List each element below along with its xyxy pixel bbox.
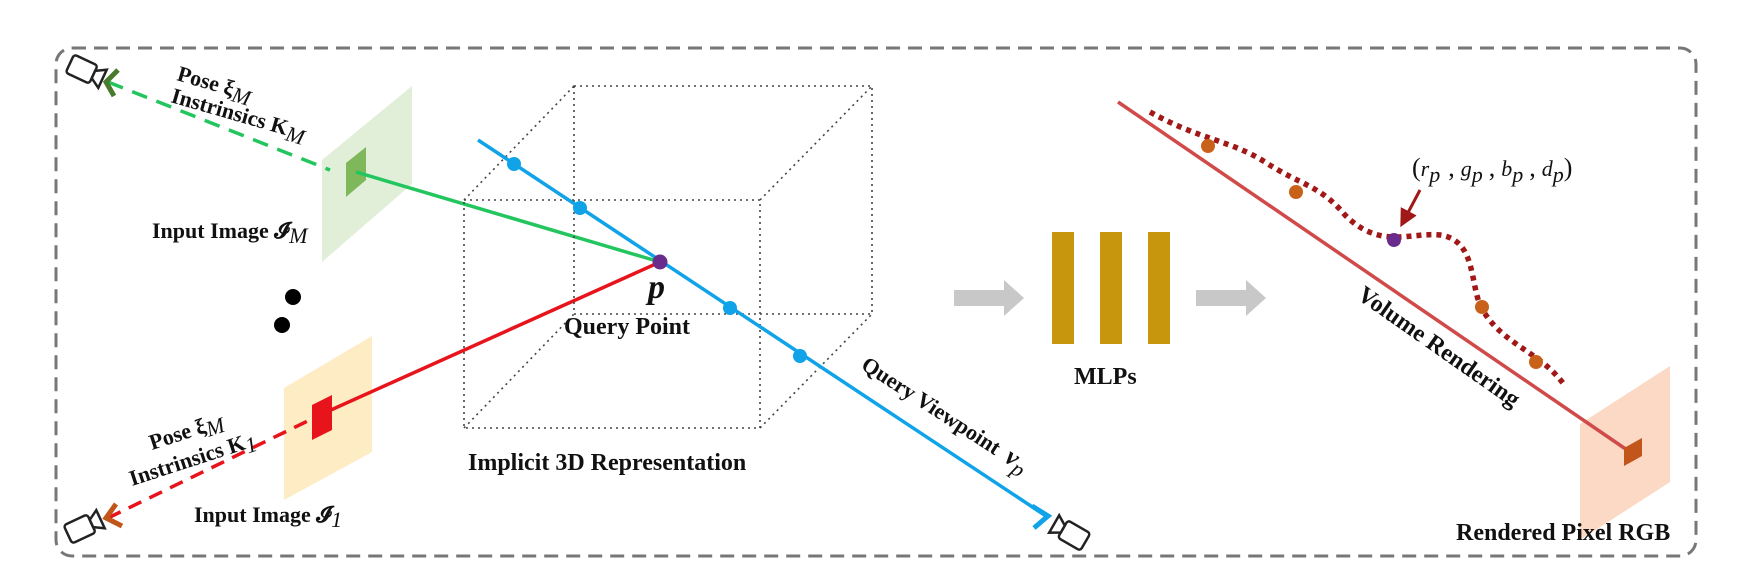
density-sample-3 xyxy=(1475,300,1489,314)
density-sample-4 xyxy=(1529,355,1543,369)
rendered-pixel-label: Rendered Pixel RGB xyxy=(1456,520,1670,546)
ray-sample-2 xyxy=(573,201,587,215)
volume-rendering-label: Volume Rendering xyxy=(1353,282,1525,413)
render-ray xyxy=(1117,100,1631,454)
green-ray-dashed xyxy=(107,80,331,172)
outer-frame xyxy=(54,46,1698,558)
density-sample-2 xyxy=(1289,185,1303,199)
red-ray-arrowhead xyxy=(102,502,124,529)
ray-sample-3 xyxy=(723,301,737,315)
flow-arrow-1 xyxy=(954,280,1024,316)
camera-icon xyxy=(1046,512,1091,551)
mlps-label: MLPs xyxy=(1074,364,1137,390)
ellipsis-dot-2 xyxy=(274,317,290,333)
mlp-bar-1 xyxy=(1052,232,1074,344)
density-query-point xyxy=(1387,233,1401,247)
rgbd-label: (rp,gp,bp,dp) xyxy=(1412,153,1572,187)
mlp-bar-3 xyxy=(1148,232,1170,344)
ray-sample-4 xyxy=(793,349,807,363)
input-image-1-label: Input Image 𝓘1 xyxy=(194,502,342,532)
red-ray-solid xyxy=(321,260,661,416)
query-point-label: Query Point xyxy=(564,314,690,340)
green-ray-arrowhead xyxy=(102,68,120,98)
density-curve xyxy=(1148,109,1568,388)
camera-icon xyxy=(65,54,109,91)
ellipsis-dot-1 xyxy=(285,289,301,305)
density-sample-1 xyxy=(1201,139,1215,153)
input-image-m-label: Input Image 𝓘M xyxy=(152,218,309,248)
rgbd-pointer-arrow xyxy=(1400,189,1422,228)
green-ray-solid xyxy=(355,170,661,264)
ray-sample-1 xyxy=(507,157,521,171)
mlp-bar-2 xyxy=(1100,232,1122,344)
flow-arrow-2 xyxy=(1196,280,1266,316)
query-point-symbol: p xyxy=(645,269,665,306)
input-image-1-pixel xyxy=(312,395,332,440)
camera-icon xyxy=(63,507,107,544)
query-point-dot xyxy=(652,254,668,270)
query-viewpoint-label: Query Viewpointνp xyxy=(854,349,1035,483)
red-ray-dashed xyxy=(107,414,319,520)
query-ray-arrowhead xyxy=(1030,503,1053,530)
query-ray xyxy=(477,138,1047,518)
rendered-pixel-marker xyxy=(1624,438,1642,466)
implicit-3d-cube xyxy=(463,85,873,429)
implicit-3d-label: Implicit 3D Representation xyxy=(468,450,746,476)
